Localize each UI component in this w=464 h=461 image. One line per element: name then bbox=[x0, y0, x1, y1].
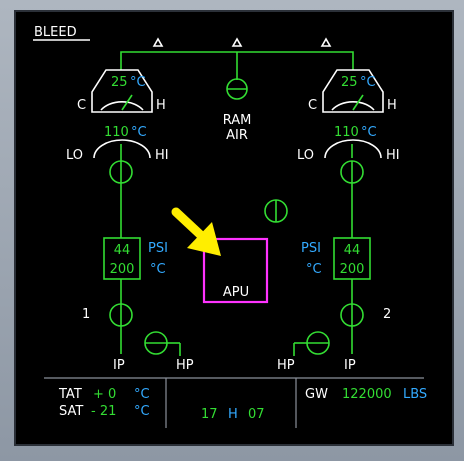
left-temp-value: 25 bbox=[111, 75, 128, 90]
right-deg-unit: °C bbox=[306, 262, 322, 277]
ram-air-label-2: AIR bbox=[226, 128, 248, 143]
clock-minutes: 07 bbox=[248, 407, 265, 422]
right-flow-gauge-arc bbox=[324, 139, 382, 159]
gw-unit: LBS bbox=[403, 387, 427, 402]
right-temp-value: 25 bbox=[341, 75, 358, 90]
right-psi-unit: PSI bbox=[301, 241, 321, 256]
right-lo-label: LO bbox=[297, 148, 314, 163]
apu-label: APU bbox=[223, 285, 249, 300]
right-temp-gauge-arc bbox=[331, 100, 375, 111]
sat-label: SAT bbox=[59, 404, 83, 419]
right-hp-label: HP bbox=[277, 358, 295, 373]
right-temp2-value: 200 bbox=[340, 262, 365, 277]
left-hp-label: HP bbox=[176, 358, 194, 373]
left-precooler-housing bbox=[91, 69, 153, 113]
right-cold-label: C bbox=[308, 98, 317, 113]
right-temp-gauge-needle bbox=[352, 94, 364, 111]
triangle-center-icon bbox=[231, 37, 243, 47]
left-psi-unit: PSI bbox=[148, 241, 168, 256]
left-cold-label: C bbox=[77, 98, 86, 113]
left-temp-gauge-arc bbox=[100, 100, 144, 111]
left-flow-value: 110 bbox=[104, 125, 129, 140]
right-flow-value: 110 bbox=[334, 125, 359, 140]
right-temp-unit: °C bbox=[360, 75, 376, 90]
left-hot-label: H bbox=[156, 98, 166, 113]
tat-unit: °C bbox=[134, 387, 150, 402]
apu-box[interactable] bbox=[202, 237, 269, 304]
left-psi-value: 44 bbox=[114, 243, 131, 258]
tat-value: + 0 bbox=[93, 387, 116, 402]
page-title: BLEED bbox=[34, 25, 77, 40]
gw-label: GW bbox=[305, 387, 328, 402]
yellow-pointer-arrow-icon bbox=[171, 207, 221, 256]
left-flow-gauge-arc bbox=[93, 139, 151, 159]
right-psi-value: 44 bbox=[344, 243, 361, 258]
bleed-display-screen bbox=[14, 10, 454, 446]
left-flow-unit: °C bbox=[131, 125, 147, 140]
sat-unit: °C bbox=[134, 404, 150, 419]
left-hi-label: HI bbox=[155, 148, 169, 163]
right-precooler-housing bbox=[322, 69, 384, 113]
right-hot-label: H bbox=[387, 98, 397, 113]
gw-value: 122000 bbox=[342, 387, 392, 402]
left-temp-gauge-needle bbox=[121, 94, 133, 111]
left-engine-number: 1 bbox=[82, 307, 90, 322]
left-ip-label: IP bbox=[113, 358, 125, 373]
left-lo-label: LO bbox=[66, 148, 83, 163]
right-engine-number: 2 bbox=[383, 307, 391, 322]
sat-value: - 21 bbox=[91, 404, 116, 419]
clock-h-label: H bbox=[228, 407, 238, 422]
right-hi-label: HI bbox=[386, 148, 400, 163]
right-flow-unit: °C bbox=[361, 125, 377, 140]
right-ip-label: IP bbox=[344, 358, 356, 373]
left-deg-unit: °C bbox=[150, 262, 166, 277]
triangle-left-icon bbox=[152, 37, 164, 47]
left-bleed-box bbox=[103, 237, 141, 280]
tat-label: TAT bbox=[58, 387, 82, 402]
clock-hours: 17 bbox=[201, 407, 218, 422]
triangle-right-icon bbox=[320, 37, 332, 47]
ram-air-label-1: RAM bbox=[223, 113, 252, 128]
left-temp-unit: °C bbox=[130, 75, 146, 90]
left-temp2-value: 200 bbox=[110, 262, 135, 277]
